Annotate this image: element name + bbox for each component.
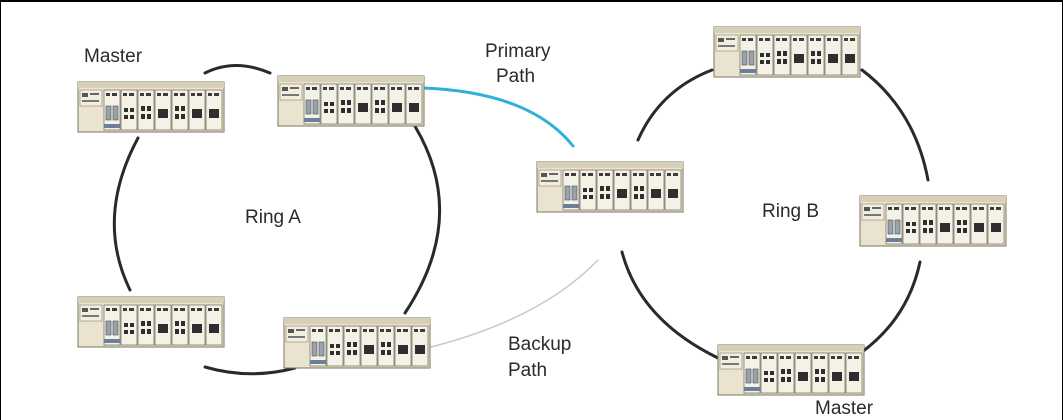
switch-coupler	[536, 161, 684, 213]
master-b-label: Master	[815, 398, 874, 419]
ring-a-link-right	[403, 121, 442, 315]
ring-a-link-left	[112, 136, 140, 292]
ring-b-link-top-left	[636, 68, 714, 142]
switch-right-b	[859, 195, 1007, 247]
switch-top-b	[713, 26, 861, 78]
ring-a-link-bottom	[203, 365, 297, 376]
switch-bottom-right-a	[283, 317, 431, 369]
switch-bottom-left-a	[77, 296, 225, 348]
backup-path-link	[426, 259, 599, 349]
primary-path-link	[421, 86, 575, 148]
switch-top-a	[277, 75, 425, 127]
backup-path-label-line1: Backup	[508, 334, 571, 355]
switch-master-b	[717, 344, 865, 396]
switch-master-a	[77, 81, 225, 133]
ring-b-link-bottom-left	[620, 250, 720, 360]
primary-path-label-line1: Primary	[485, 41, 551, 62]
backup-path-label-line2: Path	[508, 360, 547, 381]
top-border	[0, 0, 1063, 2]
primary-path-label-line2: Path	[496, 66, 535, 87]
ring-b-link-bottom-right	[860, 260, 922, 354]
ring-a-link-top	[203, 64, 272, 75]
master-a-label: Master	[84, 46, 143, 67]
ring-b-link-top-right	[860, 68, 930, 182]
ring-b-label: Ring B	[762, 201, 819, 222]
ring-a-label: Ring A	[245, 207, 301, 228]
